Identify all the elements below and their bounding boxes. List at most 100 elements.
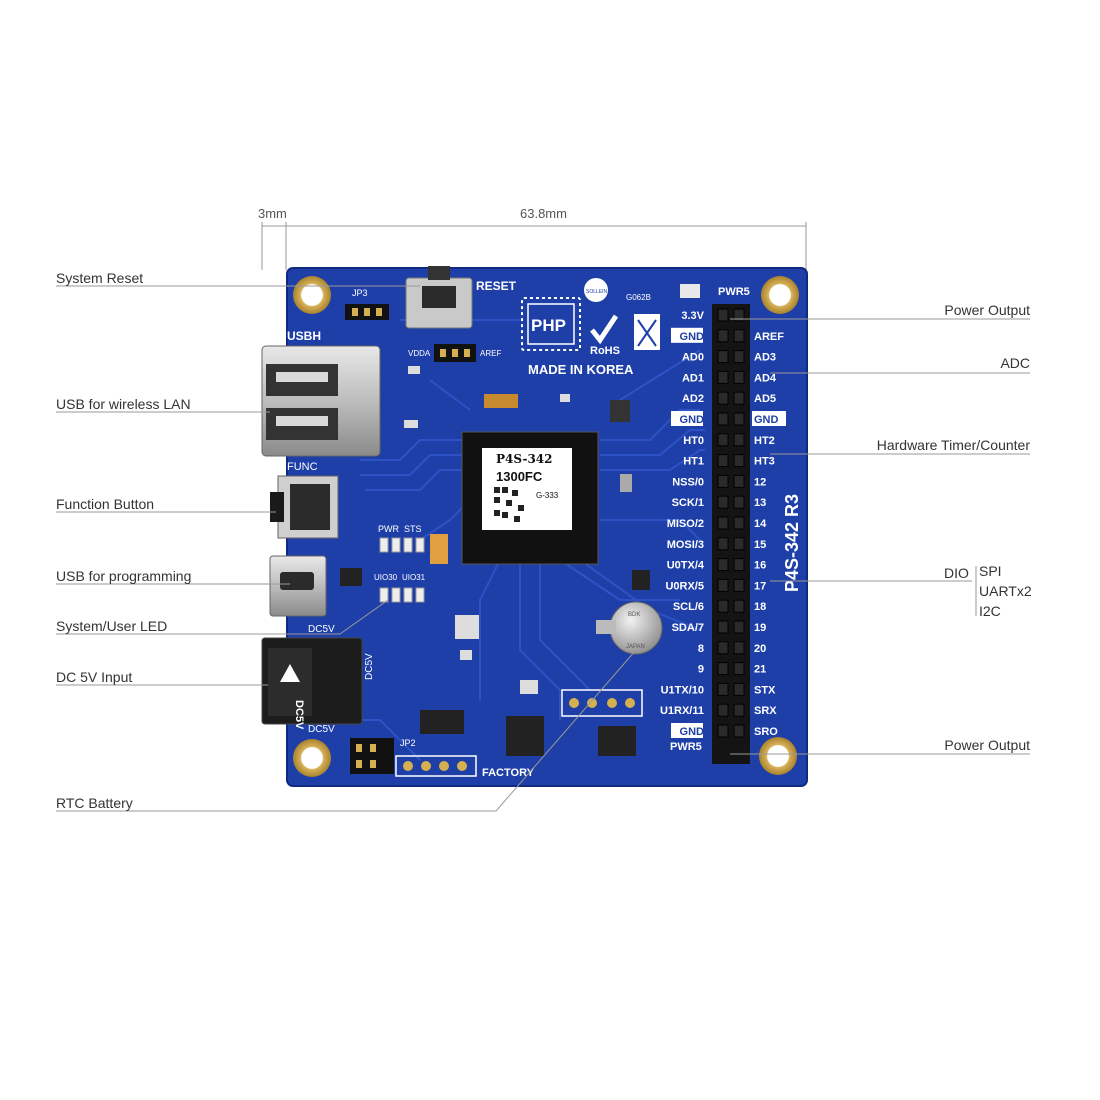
header-pin <box>733 433 745 447</box>
mounting-hole-bottom-right <box>759 737 797 775</box>
status-leds <box>379 537 425 603</box>
callout-function-button: Function Button <box>56 496 155 512</box>
header-left-label: MOSI/3 <box>667 539 704 551</box>
header-right-label: 14 <box>754 518 767 530</box>
callout-usb-programming: USB for programming <box>56 568 192 584</box>
header-pin <box>733 620 745 634</box>
rohs-check-icon <box>590 314 619 345</box>
reset-button[interactable] <box>405 266 473 329</box>
callout-dc-5v-input: DC 5V Input <box>56 669 133 685</box>
header-pin <box>717 474 729 488</box>
cert-org-label: SOLLEIN <box>586 289 608 295</box>
callout-dio-uart: UARTx2 <box>979 583 1032 599</box>
leader-lines-left <box>56 285 637 812</box>
header-left-label: AD0 <box>682 352 704 364</box>
header-pin <box>733 391 745 405</box>
battery-bottom-label: JAPAN <box>626 644 645 650</box>
battery-top-label: BDK <box>628 612 640 618</box>
header-left-label: GND <box>680 414 705 426</box>
header-left-label: AD2 <box>682 393 704 405</box>
header-pin <box>733 578 745 592</box>
header-left-label: 8 <box>698 643 704 655</box>
header-pin <box>733 703 745 717</box>
header-pin <box>717 558 729 572</box>
header-pin <box>717 370 729 384</box>
dc-power-jack[interactable] <box>261 637 363 725</box>
jp2-header <box>350 738 394 774</box>
callout-dio: DIO <box>944 565 969 581</box>
vdda-aref-jumper[interactable] <box>434 344 476 362</box>
callout-power-output-bottom: Power Output <box>944 737 1030 753</box>
header-pin <box>733 474 745 488</box>
header-pin <box>717 454 729 468</box>
header-right-label: AD4 <box>754 372 777 384</box>
header-right-label: 18 <box>754 601 766 613</box>
header-pin <box>717 703 729 717</box>
mounting-hole-top-left <box>293 276 331 314</box>
usbh-label: USBH <box>287 329 321 343</box>
header-right-label: 16 <box>754 560 766 572</box>
dc5v-side-label: DC5V <box>364 653 375 680</box>
callout-dio-i2c: I2C <box>979 603 1001 619</box>
header-right-label: SRO <box>754 726 778 738</box>
header-pin <box>733 682 745 696</box>
header-left-label: GND <box>680 331 705 343</box>
usb-host-port[interactable] <box>261 345 381 457</box>
header-left-label: SDA/7 <box>672 622 704 634</box>
callout-system-reset: System Reset <box>56 270 144 286</box>
header-pin <box>733 724 745 738</box>
header-left-labels: 3.3VGNDAD0AD1AD2GNDHT0HT1NSS/0SCK/1MISO/… <box>660 310 705 738</box>
header-pin <box>733 537 745 551</box>
pwr5-top-label: PWR5 <box>718 286 750 298</box>
jp2-label: JP2 <box>400 738 416 748</box>
header-pin <box>733 370 745 384</box>
dimension-board-width: 63.8mm <box>520 206 567 221</box>
callout-usb-wireless-lan: USB for wireless LAN <box>56 396 191 412</box>
header-right-label: AREF <box>754 331 784 343</box>
chip-line1: P4S-342 <box>496 452 553 466</box>
header-pin <box>733 599 745 613</box>
weee-bin-icon <box>634 314 660 350</box>
header-pin <box>717 495 729 509</box>
header-left-label: 3.3V <box>681 310 704 322</box>
header-right-label: 21 <box>754 664 766 676</box>
jp3-header <box>345 304 389 320</box>
header-pin <box>717 641 729 655</box>
mounting-hole-top-right <box>761 276 799 314</box>
dc5v-bottom-label: DC5V <box>308 724 335 735</box>
factory-label: FACTORY <box>482 767 535 779</box>
callout-dio-spi: SPI <box>979 563 1002 579</box>
header-right-label: 15 <box>754 539 766 551</box>
callout-adc: ADC <box>1000 355 1030 371</box>
smd-components <box>340 284 700 756</box>
header-pin <box>733 412 745 426</box>
header-pin <box>733 350 745 364</box>
callout-power-output-top: Power Output <box>944 302 1030 318</box>
chip-code: G-333 <box>536 491 559 500</box>
header-pin <box>733 495 745 509</box>
header-left-label: U1TX/10 <box>661 684 704 696</box>
micro-usb-port[interactable] <box>269 555 327 617</box>
php-logo-text: PHP <box>531 316 566 335</box>
function-button[interactable] <box>270 475 339 539</box>
jp3-label: JP3 <box>352 288 368 298</box>
rohs-label: RoHS <box>590 345 620 357</box>
header-right-label: STX <box>754 684 776 696</box>
dimension-lines <box>261 222 807 270</box>
pwr-led-label: PWR <box>378 524 399 534</box>
header-right-label: GND <box>754 414 779 426</box>
uio31-label: UIO31 <box>402 573 426 582</box>
header-left-label: HT1 <box>683 456 704 468</box>
header-pin <box>733 329 745 343</box>
callout-rtc-battery: RTC Battery <box>56 795 133 811</box>
header-left-label: U0TX/4 <box>667 560 705 572</box>
header-right-label: 12 <box>754 476 766 488</box>
header-left-label: HT0 <box>683 435 704 447</box>
header-right-label: 17 <box>754 580 766 592</box>
header-pin <box>717 350 729 364</box>
header-pin <box>733 308 745 322</box>
header-left-label: NSS/0 <box>672 476 704 488</box>
header-pin <box>717 516 729 530</box>
leader-lines-right <box>730 318 1030 755</box>
